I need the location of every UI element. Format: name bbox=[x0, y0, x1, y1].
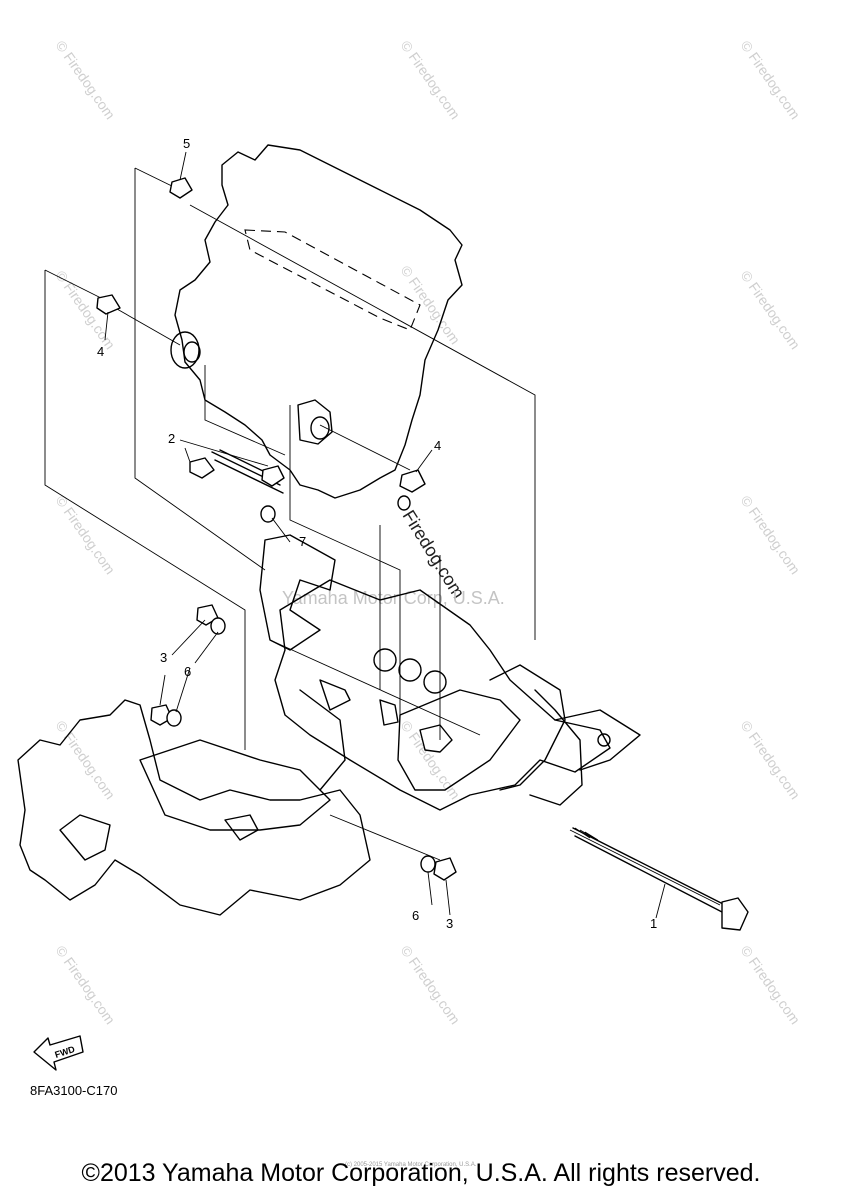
washer bbox=[397, 495, 411, 511]
copyright-notice: ©2013 Yamaha Motor Corporation, U.S.A. A… bbox=[81, 1159, 761, 1187]
watermark: © Firedog.com bbox=[738, 268, 804, 353]
callout-label: 1 bbox=[650, 916, 657, 931]
washer bbox=[210, 617, 226, 635]
lower-frame bbox=[17, 699, 371, 916]
engine-mount-bracket bbox=[259, 534, 641, 811]
callout-label: 3 bbox=[160, 650, 167, 665]
watermark: © Firedog.com bbox=[398, 263, 464, 348]
through-bolt bbox=[572, 827, 749, 931]
watermark: © Firedog.com bbox=[53, 493, 119, 578]
watermark: © Firedog.com bbox=[738, 38, 804, 123]
leader-lines bbox=[104, 151, 666, 919]
callout-label: 5 bbox=[183, 136, 190, 151]
callout-label: 7 bbox=[299, 534, 306, 549]
callout-label: 4 bbox=[434, 438, 441, 453]
watermark: © Firedog.com bbox=[53, 38, 119, 123]
fasteners bbox=[96, 177, 426, 523]
washer bbox=[260, 505, 276, 523]
watermark: © Firedog.com bbox=[53, 718, 119, 803]
tiny-copyright: (c) 2005-2015 Yamaha Motor Corporation, … bbox=[345, 1162, 477, 1168]
callout-label: 3 bbox=[446, 916, 453, 931]
engine-outline bbox=[170, 144, 463, 499]
watermark: © Firedog.com bbox=[398, 38, 464, 123]
watermark-corp: Yamaha Motor Corp, U.S.A. bbox=[282, 588, 505, 608]
watermark: © Firedog.com bbox=[53, 943, 119, 1028]
part-code: 8FA3100-C170 bbox=[30, 1083, 118, 1098]
flange-bolt bbox=[169, 177, 193, 199]
watermark: © Firedog.com bbox=[738, 943, 804, 1028]
watermark: © Firedog.com bbox=[398, 943, 464, 1028]
flange-bolt bbox=[96, 294, 121, 315]
callout-label: 6 bbox=[412, 908, 419, 923]
stud-bolt bbox=[219, 449, 285, 487]
flange-nut bbox=[399, 469, 426, 493]
callout-label: 2 bbox=[168, 431, 175, 446]
callout-labels: 5 4 4 2 7 3 6 6 3 1 bbox=[97, 136, 657, 931]
fwd-arrow-icon: FWD bbox=[33, 1035, 84, 1071]
callout-label: 6 bbox=[184, 664, 191, 679]
nut bbox=[433, 857, 457, 881]
watermark: © Firedog.com bbox=[738, 718, 804, 803]
nuts-washers bbox=[150, 604, 457, 881]
watermark: © Firedog.com bbox=[738, 493, 804, 578]
washer bbox=[166, 709, 182, 727]
washer bbox=[420, 855, 436, 873]
callout-label: 4 bbox=[97, 344, 104, 359]
watermark-layer: © Firedog.com © Firedog.com © Firedog.co… bbox=[53, 38, 804, 1028]
guide-lines bbox=[44, 167, 721, 906]
